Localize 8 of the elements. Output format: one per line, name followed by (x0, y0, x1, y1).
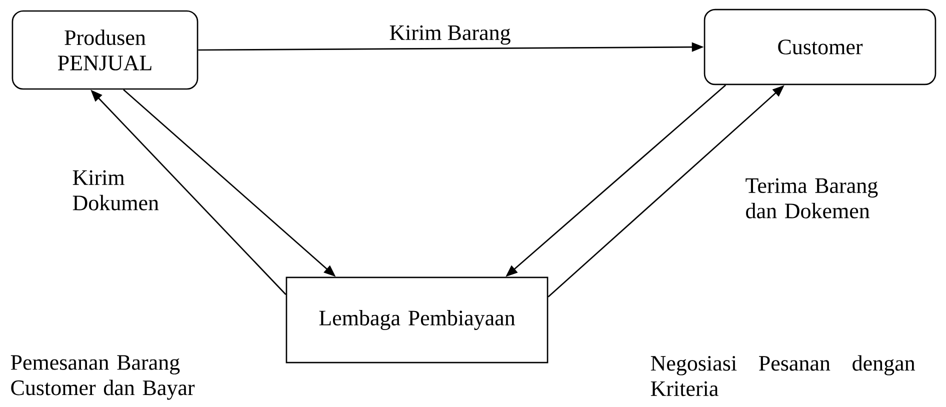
process-box: Customer (704, 8, 936, 86)
process-box: Produsen PENJUAL (12, 10, 198, 90)
process-box: Lembaga Pembiayaan (286, 276, 548, 364)
note-text: Kirim Dokumen (72, 170, 159, 210)
note-text: Pemesanan Barang Customer dan Bayar (10, 355, 195, 400)
note-text: Negosiasi Pesanan dengan Kriteria (650, 355, 916, 396)
note-text: Terima Barang dan Dokemen (746, 178, 878, 218)
edge-label: Kirim Barang (388, 24, 512, 46)
